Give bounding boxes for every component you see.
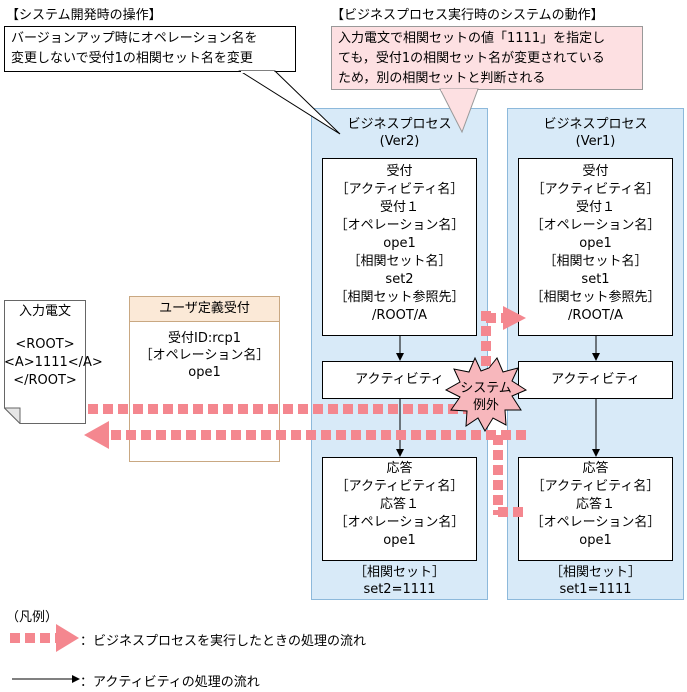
input-document-title: 入力電文 [18, 304, 71, 319]
reply-activity-ver1: 応答 ［アクティビティ名］ 応答１ ［オペレーション名］ ope1 [518, 457, 673, 561]
legend-title: （凡例） [6, 610, 59, 625]
activity-line: ［相関セット参照先］ [530, 290, 661, 305]
process-version: (Ver1) [575, 134, 616, 149]
xml-line: <ROOT> [15, 337, 75, 352]
activity-line: /ROOT/A [567, 308, 624, 323]
activity-line: /ROOT/A [371, 308, 428, 323]
activity-line: ope1 [383, 533, 416, 548]
activity-line: ［相関セット参照先］ [334, 290, 465, 305]
activity-line: 受付 [386, 164, 413, 179]
activity-line: set1 [581, 272, 610, 287]
process-title: ビジネスプロセス [347, 117, 452, 132]
activity-line: ope1 [383, 236, 416, 251]
activity-line: 応答 [386, 461, 413, 476]
process-title: ビジネスプロセス [543, 117, 648, 132]
activity-line: ［オペレーション名］ [530, 218, 661, 233]
user-receive-title: ユーザ定義受付 [130, 297, 279, 322]
activity-line: ［オペレーション名］ [530, 515, 661, 530]
activity-line: ［アクティビティ名］ [335, 182, 464, 197]
activity-ver1: アクティビティ [518, 361, 673, 399]
note-line: ため，別の相関セットと判断される [338, 71, 546, 86]
activity-line: ［相関セット名］ [347, 254, 452, 269]
note-line: 変更しないで受付1の相関セット名を変更 [11, 51, 253, 66]
exception-line: 例外 [472, 398, 499, 413]
reply-activity-ver2: 応答 ［アクティビティ名］ 応答１ ［オペレーション名］ ope1 [322, 457, 477, 561]
receive-activity-ver1: 受付 ［アクティビティ名］ 受付１ ［オペレーション名］ ope1 ［相関セット… [518, 158, 673, 336]
activity-line: 受付１ [575, 200, 615, 215]
activity-line: 受付 [582, 164, 609, 179]
activity-line: ［相関セット名］ [543, 254, 648, 269]
xml-line: </ROOT> [13, 373, 77, 388]
dev-operation-note: バージョンアップ時にオペレーション名を 変更しないで受付1の相関セット名を変更 [4, 26, 296, 72]
legend-icons [10, 624, 80, 683]
activity-line: ope1 [579, 236, 612, 251]
exception-line: システム [460, 381, 512, 396]
activity-line: set2 [385, 272, 414, 287]
activity-line: 応答１ [575, 497, 615, 512]
activity-line: ［オペレーション名］ [334, 218, 465, 233]
activity-line: 応答 [582, 461, 609, 476]
correlation-set-label-ver1: ［相関セット］ [549, 565, 641, 580]
runtime-behavior-note: 入力電文で相関セットの値「1111」を指定し ても，受付1の相関セット名が変更さ… [331, 26, 643, 90]
right-section-title: 【ビジネスプロセス実行時のシステムの動作】 [331, 8, 604, 23]
user-receive-line: 受付ID:rcp1 [168, 331, 241, 346]
note-line: バージョンアップ時にオペレーション名を [11, 31, 258, 46]
correlation-set-value-ver2: set2=1111 [363, 582, 436, 597]
xml-line: <A>1111</A> [4, 355, 103, 370]
receive-activity-ver2: 受付 ［アクティビティ名］ 受付１ ［オペレーション名］ ope1 ［相関セット… [322, 158, 477, 336]
input-document-shape [4, 300, 86, 424]
correlation-set-value-ver1: set1=1111 [559, 582, 632, 597]
note-line: ても，受付1の相関セット名が変更されている [338, 51, 605, 66]
legend-activity-flow: ：アクティビティの処理の流れ [80, 675, 260, 690]
activity-line: 受付１ [379, 200, 419, 215]
legend-bp-flow: ：ビジネスプロセスを実行したときの処理の流れ [80, 634, 367, 649]
activity-line: ope1 [579, 533, 612, 548]
correlation-set-label-ver2: ［相関セット］ [353, 565, 445, 580]
user-receive-line: ope1 [188, 365, 221, 380]
system-exception-label: システム 例外 [446, 380, 526, 414]
activity-line: ［アクティビティ名］ [531, 182, 660, 197]
left-section-title: 【システム開発時の操作】 [6, 8, 162, 23]
user-receive-line: ［オペレーション名］ [139, 348, 270, 363]
process-version: (Ver2) [379, 134, 420, 149]
activity-line: ［アクティビティ名］ [531, 479, 660, 494]
note-line: 入力電文で相関セットの値「1111」を指定し [338, 31, 606, 46]
activity-line: 応答１ [379, 497, 419, 512]
input-document: 入力電文 <ROOT> <A>1111</A> </ROOT> [4, 303, 103, 390]
activity-line: ［オペレーション名］ [334, 515, 465, 530]
activity-line: ［アクティビティ名］ [335, 479, 464, 494]
